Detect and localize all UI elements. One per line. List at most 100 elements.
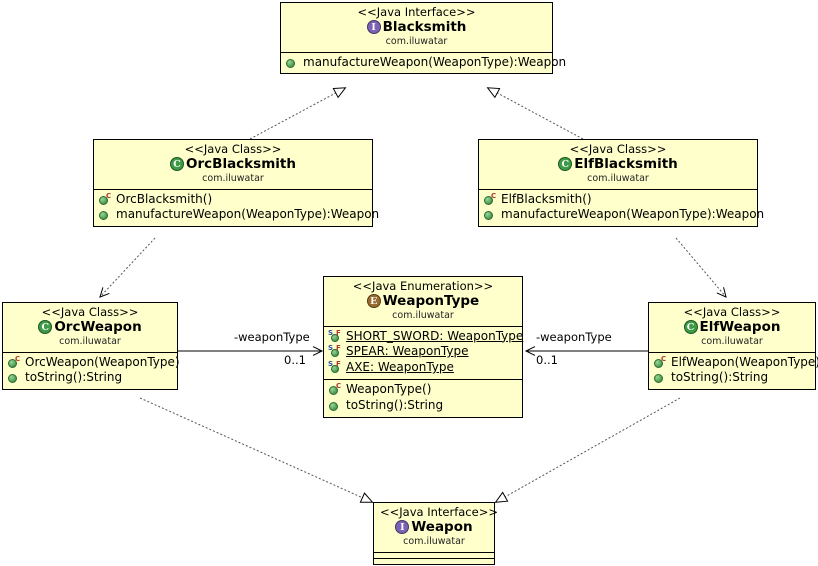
blacksmith-header: <<Java Interface>> I Blacksmith com.iluw…: [281, 3, 552, 52]
member-row[interactable]: manufactureWeapon(WeaponType):Weapon: [97, 207, 379, 223]
member-row[interactable]: C OrcWeapon(WeaponType): [6, 355, 180, 371]
interface-icon: I: [395, 520, 410, 535]
orcblacksmith-name: OrcBlacksmith: [186, 155, 296, 172]
association-label-right-name: -weaponType: [536, 330, 612, 344]
elfweapon-title-line: C ElfWeapon: [655, 318, 809, 335]
association-label-right-multiplicity: 0..1: [536, 353, 558, 367]
uml-node-blacksmith[interactable]: <<Java Interface>> I Blacksmith com.iluw…: [280, 2, 566, 75]
orcweapon-methods-compartment: C OrcWeapon(WeaponType) toString():Strin…: [3, 351, 180, 390]
edge-elfblacksmith-depends-elfweapon: [675, 237, 727, 298]
member-row[interactable]: toString():String: [6, 370, 175, 386]
constructor-icon: C: [98, 192, 113, 207]
orcblacksmith-methods-compartment: C OrcBlacksmith() manufactureWeapon(Weap…: [94, 188, 379, 227]
member-row[interactable]: toString():String: [327, 398, 520, 414]
member-row[interactable]: manufactureWeapon(WeaponType):Weapon: [482, 207, 764, 223]
edge-orcblacksmith-realizes-blacksmith: [249, 87, 347, 140]
elfweapon-header: <<Java Class>> C ElfWeapon com.iluwatar: [649, 303, 815, 352]
weapon-fields-compartment: [374, 551, 494, 558]
elfweapon-methods-compartment: C ElfWeapon(WeaponType) toString():Strin…: [649, 351, 818, 390]
orcblacksmith-header: <<Java Class>> C OrcBlacksmith com.iluwa…: [94, 140, 372, 189]
orcblacksmith-title-line: C OrcBlacksmith: [100, 155, 366, 172]
orcweapon-package: com.iluwatar: [59, 335, 121, 347]
elfblacksmith-name: ElfBlacksmith: [574, 155, 678, 172]
weapon-name: Weapon: [411, 518, 473, 535]
public-method-icon: [328, 399, 343, 413]
elfweapon-name: ElfWeapon: [699, 318, 781, 335]
weapontype-name: WeaponType: [382, 292, 480, 309]
member-row[interactable]: manufactureWeapon(WeaponType):Weapon: [284, 55, 566, 71]
weapontype-title-line: E WeaponType: [330, 292, 516, 309]
weapon-title-line: I Weapon: [380, 518, 488, 535]
member-row[interactable]: C ElfBlacksmith(): [482, 192, 755, 208]
member-label: ElfWeapon(WeaponType): [671, 354, 818, 369]
constructor-icon: C: [7, 355, 22, 370]
elfblacksmith-stereotype: <<Java Class>>: [569, 142, 667, 156]
member-label: toString():String: [671, 370, 769, 385]
blacksmith-stereotype: <<Java Interface>>: [357, 5, 476, 19]
member-label: SPEAR: WeaponType: [346, 344, 469, 359]
orcblacksmith-stereotype: <<Java Class>>: [184, 142, 282, 156]
member-row[interactable]: toString():String: [652, 370, 813, 386]
uml-node-weapon[interactable]: <<Java Interface>> I Weapon com.iluwatar: [373, 502, 498, 565]
blacksmith-package: com.iluwatar: [385, 35, 448, 47]
member-label: OrcBlacksmith(): [116, 191, 213, 206]
blacksmith-name: Blacksmith: [382, 18, 467, 35]
elfweapon-stereotype: <<Java Class>>: [683, 305, 781, 319]
edge-orcblacksmith-depends-orcweapon: [99, 237, 156, 298]
member-label: manufactureWeapon(WeaponType):Weapon: [303, 54, 567, 69]
weapon-package: com.iluwatar: [403, 535, 465, 547]
weapontype-methods-compartment: C WeaponType() toString():String: [324, 379, 522, 417]
member-label: toString():String: [346, 397, 444, 412]
weapontype-stereotype: <<Java Enumeration>>: [352, 279, 494, 293]
public-method-icon: [7, 371, 22, 385]
association-label-left-multiplicity: 0..1: [284, 353, 306, 367]
association-label-left-name: -weaponType: [234, 330, 310, 344]
member-row[interactable]: C ElfWeapon(WeaponType): [652, 355, 818, 371]
class-icon: C: [38, 320, 53, 335]
uml-node-orcblacksmith[interactable]: <<Java Class>> C OrcBlacksmith com.iluwa…: [93, 139, 379, 228]
blacksmith-methods-compartment: manufactureWeapon(WeaponType):Weapon: [281, 51, 566, 74]
class-icon: C: [683, 320, 698, 335]
member-row[interactable]: C WeaponType(): [327, 382, 520, 398]
class-icon: C: [170, 157, 185, 172]
orcblacksmith-package: com.iluwatar: [202, 172, 264, 184]
orcweapon-stereotype: <<Java Class>>: [41, 305, 139, 319]
class-icon: C: [558, 157, 573, 172]
member-label: SHORT_SWORD: WeaponType: [346, 328, 524, 343]
member-label: AXE: WeaponType: [346, 360, 454, 375]
member-label: manufactureWeapon(WeaponType):Weapon: [501, 207, 765, 222]
weapontype-header: <<Java Enumeration>> E WeaponType com.il…: [324, 277, 522, 326]
blacksmith-title-line: I Blacksmith: [287, 18, 546, 35]
constructor-icon: C: [653, 355, 668, 370]
weapon-stereotype: <<Java Interface>>: [380, 505, 498, 519]
elfblacksmith-title-line: C ElfBlacksmith: [485, 155, 751, 172]
elfblacksmith-header: <<Java Class>> C ElfBlacksmith com.iluwa…: [479, 140, 757, 189]
uml-node-elfblacksmith[interactable]: <<Java Class>> C ElfBlacksmith com.iluwa…: [478, 139, 764, 228]
enumeration-icon: E: [366, 294, 381, 309]
uml-node-weapontype[interactable]: <<Java Enumeration>> E WeaponType com.il…: [323, 276, 523, 418]
orcweapon-name: OrcWeapon: [54, 318, 142, 335]
weapon-header: <<Java Interface>> I Weapon com.iluwatar: [374, 503, 498, 552]
weapontype-package: com.iluwatar: [392, 309, 454, 321]
uml-node-orcweapon[interactable]: <<Java Class>> C OrcWeapon com.iluwatar …: [2, 302, 180, 391]
public-method-icon: [285, 56, 300, 70]
weapon-methods-compartment: [374, 557, 494, 564]
orcweapon-header: <<Java Class>> C OrcWeapon com.iluwatar: [3, 303, 177, 352]
orcweapon-title-line: C OrcWeapon: [9, 318, 171, 335]
member-row[interactable]: C OrcBlacksmith(): [97, 192, 370, 208]
member-label: WeaponType(): [346, 382, 432, 397]
elfblacksmith-package: com.iluwatar: [587, 172, 649, 184]
edge-elfweapon-realizes-weapon: [494, 397, 681, 503]
uml-node-elfweapon[interactable]: <<Java Class>> C ElfWeapon com.iluwatar …: [648, 302, 818, 391]
elfweapon-package: com.iluwatar: [701, 335, 763, 347]
elfblacksmith-methods-compartment: C ElfBlacksmith() manufactureWeapon(Weap…: [479, 188, 764, 227]
public-method-icon: [98, 208, 113, 222]
